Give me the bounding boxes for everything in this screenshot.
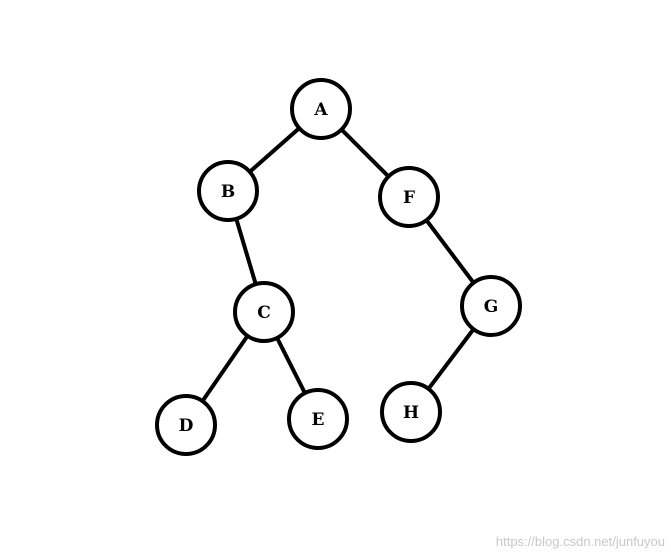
node-label-h: H <box>403 403 419 423</box>
node-label-a: A <box>313 100 328 120</box>
node-label-c: C <box>257 303 271 323</box>
node-b: B <box>197 160 259 222</box>
node-circle-g <box>460 275 522 337</box>
node-circle-e <box>287 388 349 450</box>
node-label-g: G <box>484 297 499 317</box>
node-a: A <box>290 78 352 140</box>
node-label-e: E <box>312 410 325 430</box>
edges-layer <box>184 107 493 427</box>
node-label-d: D <box>179 416 194 436</box>
node-label-b: B <box>221 182 235 202</box>
node-d: D <box>155 394 217 456</box>
node-circle-a <box>290 78 352 140</box>
node-circle-c <box>233 281 295 343</box>
node-label-f: F <box>403 188 415 208</box>
node-h: H <box>380 381 442 443</box>
watermark-text: https://blog.csdn.net/junfuyou <box>495 534 665 549</box>
node-e: E <box>287 388 349 450</box>
node-circle-b <box>197 160 259 222</box>
node-circle-f <box>378 166 440 228</box>
node-c: C <box>233 281 295 343</box>
node-g: G <box>460 275 522 337</box>
node-circle-d <box>155 394 217 456</box>
node-circle-h <box>380 381 442 443</box>
node-f: F <box>378 166 440 228</box>
nodes-layer: A B F C G D E H <box>155 78 522 456</box>
